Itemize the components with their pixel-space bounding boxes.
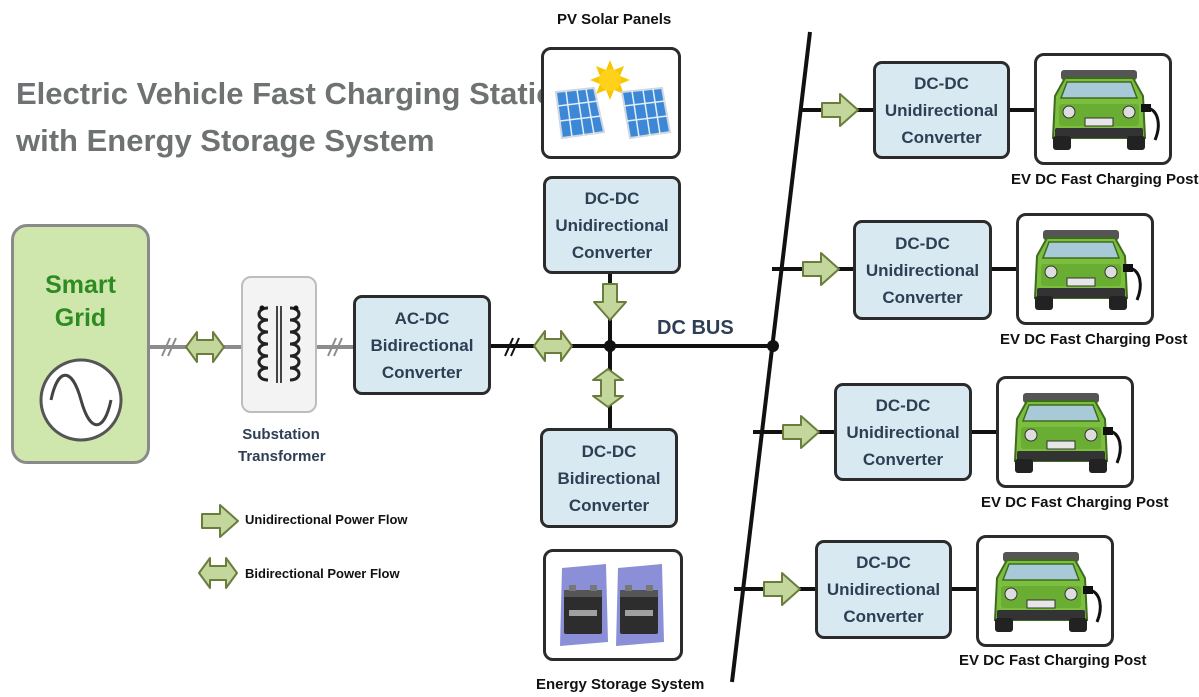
charging-post-4-caption: EV DC Fast Charging Post xyxy=(959,652,1147,669)
transformer-label: Substation Transformer xyxy=(238,424,326,468)
converter-label-line-3: Converter xyxy=(568,495,650,515)
unidirectional-arrow-icon xyxy=(821,93,859,127)
converter-label-line-3: Converter xyxy=(843,607,924,626)
charging-post-1-caption: EV DC Fast Charging Post xyxy=(1011,171,1199,188)
unidirectional-arrow-icon xyxy=(782,415,820,449)
converter-label-line-1: DC-DC xyxy=(875,395,931,415)
dc-bus-line xyxy=(730,31,812,683)
solar-panel-icon xyxy=(554,60,672,140)
converter-label-line-3: Converter xyxy=(862,449,944,469)
ev-car-icon xyxy=(1051,70,1160,150)
charging-post-3-converter: DC-DC Unidirectional Converter xyxy=(834,383,972,481)
smart-grid-label-line-1: Smart xyxy=(45,271,116,299)
converter-label-line-1: DC-DC xyxy=(581,441,637,461)
charging-post-2-converter: DC-DC Unidirectional Converter xyxy=(853,220,992,320)
smart-grid-label-line-2: Grid xyxy=(54,304,107,332)
charging-post-2-car-block xyxy=(1016,213,1154,325)
pv-dc-dc-converter: DC-DC Unidirectional Converter xyxy=(543,176,681,274)
unidirectional-arrow-icon xyxy=(593,283,627,321)
phase-hatch-marks xyxy=(161,337,520,357)
converter-label-line-2: Unidirectional xyxy=(865,260,980,280)
converter-label-line-2: Bidirectional xyxy=(557,468,661,488)
pv-caption: PV Solar Panels xyxy=(557,11,672,28)
converter-label-line-1: DC-DC xyxy=(914,73,969,93)
ev-car-icon xyxy=(993,552,1102,632)
ev-car-icon xyxy=(1013,393,1122,473)
converter-label-line-2: Unidirectional xyxy=(846,422,960,442)
bidirectional-arrow-icon xyxy=(592,368,624,408)
converter-label-line-3: Converter xyxy=(901,127,982,147)
junction-dot xyxy=(767,340,779,352)
substation-transformer-block xyxy=(241,276,317,413)
converter-label-line-1: DC-DC xyxy=(856,553,911,572)
legend-unidirectional-arrow-icon xyxy=(201,504,239,538)
charging-post-1-converter: DC-DC Unidirectional Converter xyxy=(873,61,1010,159)
bidirectional-arrow-icon xyxy=(185,331,225,363)
bidirectional-arrow-icon xyxy=(533,330,573,362)
smart-grid-block: Smart Grid xyxy=(11,224,150,464)
dc-bus-label: DC BUS xyxy=(657,317,734,339)
ev-car-icon xyxy=(1033,230,1142,310)
converter-label-line-1: DC-DC xyxy=(584,188,640,208)
converter-label-line-3: Converter xyxy=(381,362,463,382)
legend-bidirectional-arrow-icon xyxy=(198,557,238,589)
junction-dot xyxy=(604,340,616,352)
title-line-1: Electric Vehicle Fast Charging Station xyxy=(16,76,575,111)
charging-post-4-converter: DC-DC Unidirectional Converter xyxy=(815,540,952,639)
charging-post-4-car-block xyxy=(976,535,1114,647)
converter-label-line-2: Unidirectional xyxy=(826,580,941,599)
charging-branch-lines xyxy=(734,108,1034,591)
sine-wave-icon xyxy=(39,358,123,442)
pv-solar-panels-block xyxy=(541,47,681,159)
energy-storage-block xyxy=(543,549,683,661)
charging-post-3-car-block xyxy=(996,376,1134,488)
converter-label-line-1: DC-DC xyxy=(895,233,950,253)
battery-icon xyxy=(560,564,664,646)
transformer-coil-icon xyxy=(257,305,301,383)
converter-label-line-2: Unidirectional xyxy=(555,215,669,235)
charging-post-2-caption: EV DC Fast Charging Post xyxy=(1000,331,1188,348)
storage-caption: Energy Storage System xyxy=(536,676,705,693)
converter-label-line-1: AC-DC xyxy=(394,308,450,328)
smart-grid-label: Smart Grid xyxy=(14,269,147,335)
storage-dc-dc-converter: DC-DC Bidirectional Converter xyxy=(540,428,678,528)
transformer-label-line-2: Transformer xyxy=(238,448,326,465)
converter-label-line-2: Unidirectional xyxy=(884,100,999,120)
converter-label-line-3: Converter xyxy=(882,287,963,307)
legend-bidirectional-label: Bidirectional Power Flow xyxy=(245,566,400,581)
unidirectional-arrow-icon xyxy=(763,572,801,606)
charging-post-3-caption: EV DC Fast Charging Post xyxy=(981,494,1169,511)
ac-dc-converter: AC-DC Bidirectional Converter xyxy=(353,295,491,395)
transformer-label-line-1: Substation xyxy=(242,426,320,443)
title-line-2: with Energy Storage System xyxy=(16,123,435,158)
converter-label-line-2: Bidirectional xyxy=(370,335,474,355)
unidirectional-arrow-icon xyxy=(802,252,840,286)
legend-unidirectional-label: Unidirectional Power Flow xyxy=(245,512,408,527)
charging-post-1-car-block xyxy=(1034,53,1172,165)
page-title: Electric Vehicle Fast Charging Station w… xyxy=(16,70,574,164)
converter-label-line-3: Converter xyxy=(571,242,653,262)
